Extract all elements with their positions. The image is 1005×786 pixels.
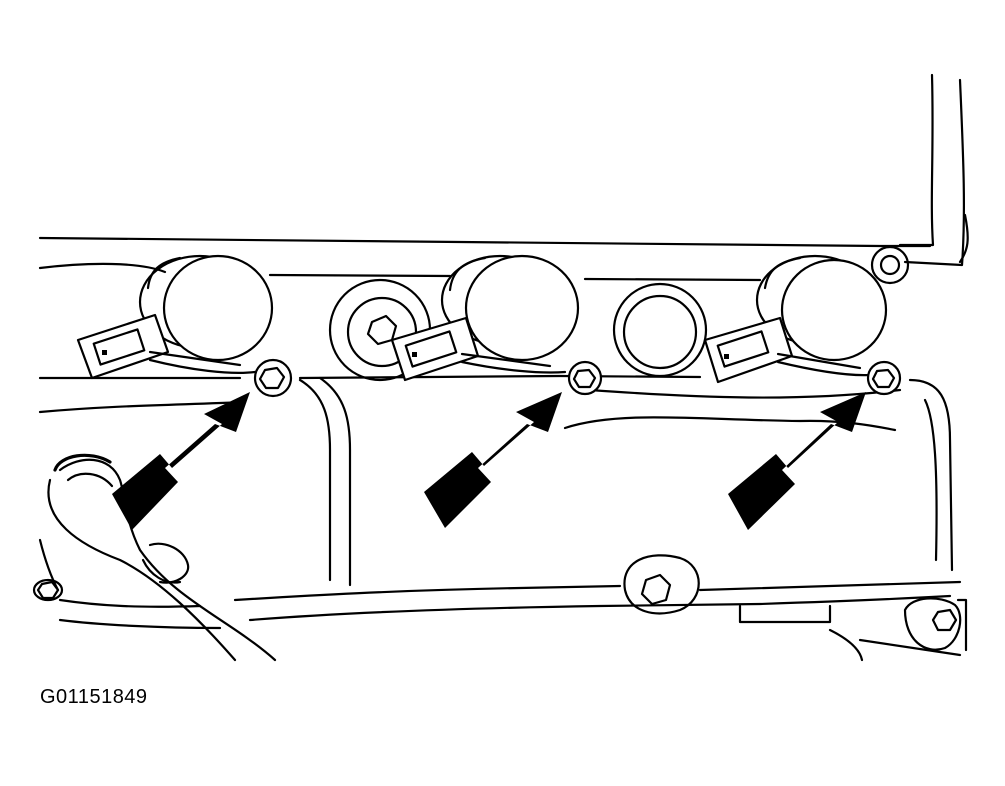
ignition-coil-2 — [390, 254, 580, 382]
lower-nut-boss — [623, 554, 700, 615]
coil-bolt-3 — [866, 360, 902, 396]
left-fastener — [32, 578, 64, 602]
top-right-boss — [870, 245, 910, 285]
arrow-2-icon — [424, 392, 562, 528]
valve-cover-plate — [38, 236, 962, 662]
coil-bolt-1 — [253, 358, 293, 398]
plug-tube-ring-2 — [612, 282, 708, 378]
engine-cover-edge — [898, 73, 969, 267]
ignition-coil-1 — [76, 254, 274, 380]
coil-bolt-2 — [567, 360, 603, 396]
bottom-right-fastener — [903, 597, 968, 652]
arrow-1-icon — [112, 392, 250, 530]
figure-id-caption: G01151849 — [40, 686, 148, 708]
arrow-3-icon — [728, 392, 866, 530]
ignition-coil-3 — [703, 254, 888, 384]
